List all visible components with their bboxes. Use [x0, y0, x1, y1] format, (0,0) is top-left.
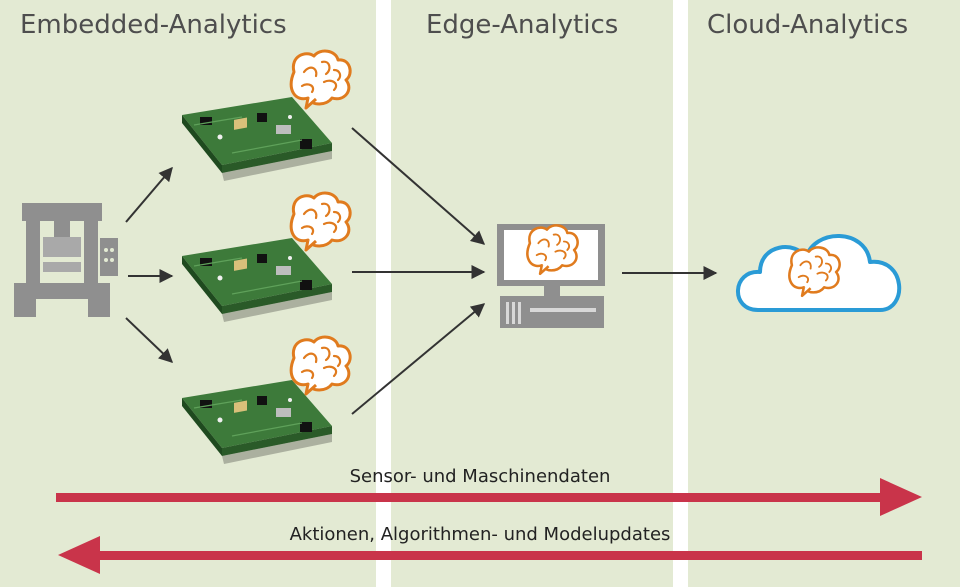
brain-icon	[289, 49, 352, 110]
brain-icon	[289, 191, 352, 252]
downstream-flow-arrow	[58, 536, 922, 574]
embedded-analytics-title: Embedded-Analytics	[20, 10, 287, 40]
upstream-flow-label: Sensor- und Maschinendaten	[349, 466, 611, 487]
cloud-analytics-title: Cloud-Analytics	[707, 10, 909, 40]
industrial-machine-icon	[14, 203, 118, 317]
brain-icon	[526, 224, 579, 276]
brain-icon	[788, 246, 841, 298]
sensor-board-icon	[181, 96, 333, 182]
arrow-machine-to-board-1	[125, 166, 173, 223]
edge-analytics-title: Edge-Analytics	[426, 10, 619, 40]
arrow-board-3-to-computer	[351, 303, 486, 415]
brain-icon	[289, 335, 352, 396]
arrow-machine-to-board-3	[125, 317, 174, 363]
edge-panel	[391, 0, 673, 587]
sensor-board-icon	[181, 237, 333, 323]
arrow-board-1-to-computer	[351, 127, 486, 245]
upstream-flow-arrow	[56, 478, 922, 516]
downstream-flow-label: Aktionen, Algorithmen- und Modelupdates	[289, 524, 671, 545]
